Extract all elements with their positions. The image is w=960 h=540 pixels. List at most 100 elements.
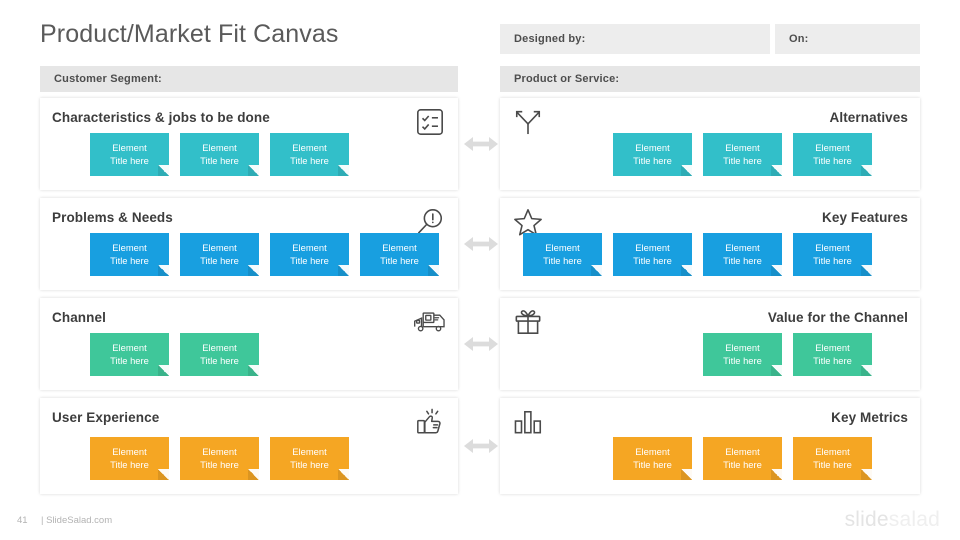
element-card-line-1: Element xyxy=(635,242,670,253)
element-card-line-2: Title here xyxy=(200,458,239,470)
element-card-line-1: Element xyxy=(725,142,760,153)
card-folded-corner xyxy=(861,265,872,276)
element-card-line-1: Element xyxy=(112,342,147,353)
element-card-line-2: Title here xyxy=(200,254,239,266)
on-date-field[interactable]: On: xyxy=(775,24,920,54)
element-card-line-2: Title here xyxy=(543,254,582,266)
card-folded-corner xyxy=(338,165,349,176)
element-card-line-1: Element xyxy=(635,142,670,153)
element-card-line-2: Title here xyxy=(200,354,239,366)
element-card-line-2: Title here xyxy=(633,254,672,266)
element-card-line-2: Title here xyxy=(290,154,329,166)
card-folded-corner xyxy=(771,365,782,376)
card-folded-corner xyxy=(861,165,872,176)
card-folded-corner xyxy=(681,265,692,276)
panel-title: Channel xyxy=(52,310,106,325)
double-arrow-icon xyxy=(464,333,498,355)
page-number: 41 xyxy=(17,515,28,526)
on-label: On: xyxy=(789,33,809,45)
element-card-line-2: Title here xyxy=(813,354,852,366)
slidesalad-watermark: slidesalad xyxy=(845,508,940,532)
card-folded-corner xyxy=(771,165,782,176)
element-card-line-1: Element xyxy=(292,446,327,457)
element-card-line-2: Title here xyxy=(110,354,149,366)
designed-by-field[interactable]: Designed by: xyxy=(500,24,770,54)
card-folded-corner xyxy=(248,165,259,176)
card-folded-corner xyxy=(158,365,169,376)
element-card-line-1: Element xyxy=(112,142,147,153)
element-card-line-1: Element xyxy=(382,242,417,253)
element-card-line-2: Title here xyxy=(200,154,239,166)
delivery-truck-icon xyxy=(412,306,448,338)
page-title: Product/Market Fit Canvas xyxy=(40,20,339,48)
panel-title: Alternatives xyxy=(829,110,908,125)
element-card-line-1: Element xyxy=(815,342,850,353)
gift-icon xyxy=(510,306,546,338)
customer-segment-label: Customer Segment: xyxy=(54,73,162,85)
split-path-icon xyxy=(510,106,546,138)
element-card-line-2: Title here xyxy=(290,458,329,470)
element-card-line-2: Title here xyxy=(813,154,852,166)
double-arrow-icon xyxy=(464,435,498,457)
element-card-line-1: Element xyxy=(202,142,237,153)
element-card-line-2: Title here xyxy=(723,254,762,266)
element-card-line-1: Element xyxy=(725,342,760,353)
customer-segment-header[interactable]: Customer Segment: xyxy=(40,66,458,92)
panel-title: Characteristics & jobs to be done xyxy=(52,110,270,125)
card-folded-corner xyxy=(861,365,872,376)
card-folded-corner xyxy=(681,165,692,176)
element-card-line-1: Element xyxy=(202,446,237,457)
element-card-line-1: Element xyxy=(725,446,760,457)
element-card-line-2: Title here xyxy=(723,154,762,166)
element-card-line-2: Title here xyxy=(723,458,762,470)
element-card-line-2: Title here xyxy=(813,254,852,266)
panel-title: Key Features xyxy=(822,210,908,225)
product-or-service-header[interactable]: Product or Service: xyxy=(500,66,920,92)
card-folded-corner xyxy=(158,469,169,480)
card-folded-corner xyxy=(248,265,259,276)
card-folded-corner xyxy=(861,469,872,480)
element-card-line-1: Element xyxy=(815,142,850,153)
designed-by-label: Designed by: xyxy=(514,33,586,45)
card-folded-corner xyxy=(248,469,259,480)
card-folded-corner xyxy=(771,469,782,480)
element-card-line-1: Element xyxy=(202,242,237,253)
canvas-panel-left-1[interactable]: Characteristics & jobs to be done Elemen… xyxy=(40,98,458,190)
